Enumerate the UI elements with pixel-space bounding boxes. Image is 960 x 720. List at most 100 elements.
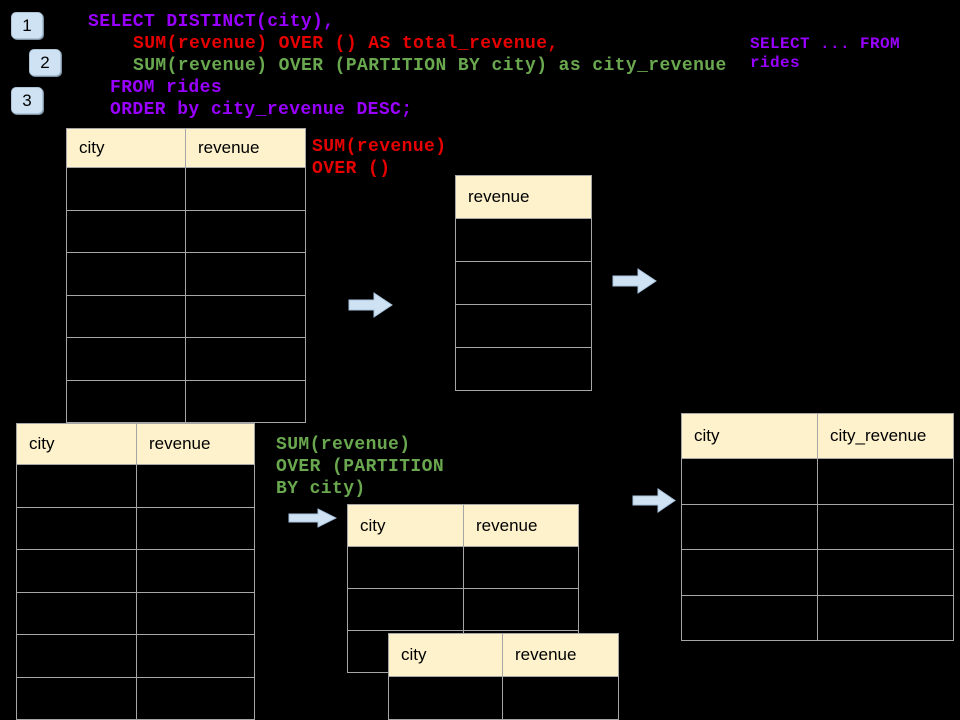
table-header-row: city revenue [67,129,305,167]
table-cell [185,253,303,295]
side-snippet-line-1: SELECT ... FROM [750,35,901,53]
column-header-revenue: revenue [463,505,576,546]
sql-line-total-revenue: SUM(revenue) OVER () AS total_revenue, [133,34,559,54]
table-cell [136,635,252,677]
total-revenue-table: revenue [455,175,592,391]
table-row [17,634,254,677]
table-cell [136,550,252,592]
annotation-partition-line-3: BY city) [276,479,366,499]
city-revenue-result-table: city city_revenue [681,413,954,641]
column-header-city-revenue: city_revenue [817,414,951,458]
table-cell [502,677,616,719]
table-cell [389,677,502,719]
table-cell [67,210,185,252]
table-cell [67,253,185,295]
annotation-partition-line-1: SUM(revenue) [276,435,411,455]
table-cell [67,380,185,422]
table-cell [136,677,252,719]
flow-arrow-icon [348,292,393,318]
table-row [682,458,953,504]
table-cell [817,459,951,504]
table-cell [136,465,252,507]
table-cell [463,589,576,630]
table-cell [348,589,463,630]
flow-arrow-icon [288,508,337,528]
table-cell [817,595,951,640]
table-row [17,676,254,719]
sql-line-order-by: ORDER by city_revenue DESC; [110,100,413,120]
sql-line-partition: SUM(revenue) OVER (PARTITION BY city) as… [133,56,727,76]
table-cell [682,550,817,595]
table-cell [817,550,951,595]
table-row [389,676,618,719]
table-cell [185,168,303,210]
table-cell [136,507,252,549]
table-cell [348,547,463,588]
column-header-city: city [67,129,185,167]
table-cell [682,459,817,504]
table-row [456,304,591,347]
table-cell [67,168,185,210]
table-row [682,594,953,640]
step-badge-3: 3 [11,87,43,114]
column-header-city: city [389,634,502,676]
table-row [67,167,305,210]
table-row [17,591,254,634]
column-header-city: city [682,414,817,458]
table-cell [456,262,589,304]
input-table-2: city revenue [16,423,255,720]
table-cell [456,305,589,347]
table-cell [185,295,303,337]
table-cell [17,677,136,719]
column-header-city: city [17,424,136,464]
table-row [348,546,578,588]
sql-line-select: SELECT DISTINCT(city), [88,12,335,32]
table-cell [136,592,252,634]
table-header-row: city revenue [17,424,254,464]
flow-arrow-icon [612,268,657,294]
table-cell [185,338,303,380]
column-header-revenue: revenue [185,129,303,167]
table-row [17,506,254,549]
table-cell [67,338,185,380]
table-cell [463,547,576,588]
sql-line-from: FROM rides [110,78,223,98]
table-cell [67,295,185,337]
table-row [456,347,591,390]
table-cell [456,348,589,390]
table-row [67,379,305,422]
table-cell [17,635,136,677]
table-row [67,294,305,337]
annotation-total-line-1: SUM(revenue) [312,137,447,157]
step-badge-1: 1 [11,12,43,39]
table-row [67,252,305,295]
table-cell [17,465,136,507]
annotation-total-line-2: OVER () [312,159,391,179]
table-row [67,209,305,252]
table-cell [17,592,136,634]
table-cell [185,380,303,422]
table-row [17,464,254,507]
side-snippet-line-2: rides [750,54,801,72]
table-header-row: revenue [456,176,591,218]
flow-arrow-icon [632,488,676,513]
input-table: city revenue [66,128,306,423]
table-row [682,503,953,549]
table-row [456,261,591,304]
table-cell [17,507,136,549]
table-header-row: city city_revenue [682,414,953,458]
table-row [456,218,591,261]
partition-table-b: city revenue [388,633,619,720]
table-cell [456,219,589,261]
table-row [67,337,305,380]
table-header-row: city revenue [348,505,578,546]
table-row [348,588,578,630]
step-badge-2: 2 [29,49,61,76]
table-header-row: city revenue [389,634,618,676]
column-header-city: city [348,505,463,546]
column-header-revenue: revenue [502,634,616,676]
column-header-revenue: revenue [456,176,589,218]
table-cell [17,550,136,592]
table-cell [682,504,817,549]
